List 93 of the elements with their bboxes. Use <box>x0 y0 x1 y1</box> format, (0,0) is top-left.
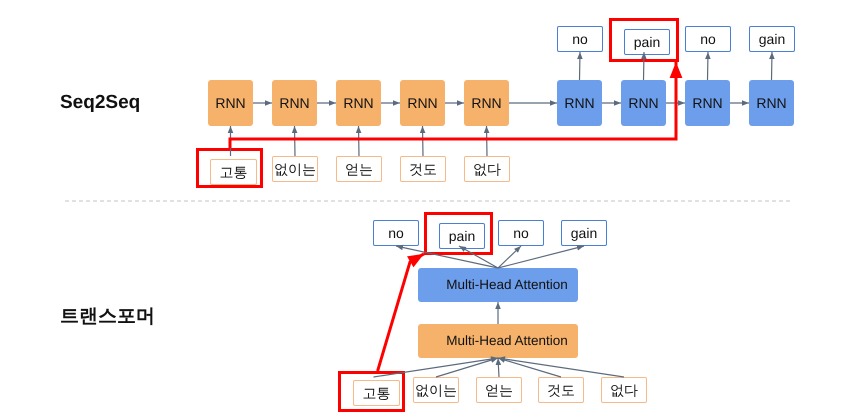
token-label: 얻는 <box>345 162 373 176</box>
highlight-arrow <box>228 62 682 148</box>
input-token-box <box>464 156 510 182</box>
highlight-frame <box>609 18 679 62</box>
token-label: 것도 <box>547 383 575 397</box>
arrow <box>253 100 272 106</box>
output-token-box <box>439 223 485 249</box>
token-label: pain <box>448 229 476 243</box>
arrow <box>484 126 490 156</box>
output-token-box <box>557 26 603 52</box>
token-label: 것도 <box>409 162 437 176</box>
encoder-rnn-box <box>208 80 253 126</box>
arrow <box>496 358 502 378</box>
input-token-box <box>413 377 459 403</box>
arrow <box>228 126 234 156</box>
token-label: no <box>513 226 529 240</box>
arrow <box>641 52 647 80</box>
token-label: 없이는 <box>274 162 316 176</box>
attention-label: Multi-Head Attention <box>446 334 568 348</box>
input-token-box <box>476 377 522 403</box>
rnn-label: RNN <box>215 96 246 110</box>
arrow <box>495 302 501 324</box>
output-token-box <box>749 26 795 52</box>
arrow <box>769 52 775 80</box>
token-label: gain <box>570 226 598 240</box>
token-label: 고통 <box>220 165 248 179</box>
encoder-rnn-box <box>400 80 445 126</box>
encoder-rnn-box <box>464 80 509 126</box>
rnn-label: RNN <box>279 96 310 110</box>
encoder-rnn-box <box>272 80 317 126</box>
arrow <box>292 126 298 156</box>
arrow <box>356 126 362 156</box>
token-label: 없이는 <box>415 383 457 397</box>
rnn-label: RNN <box>343 96 374 110</box>
input-token-box <box>210 159 257 185</box>
attention-label: Multi-Head Attention <box>446 278 568 292</box>
decoder-rnn-box <box>557 80 602 126</box>
rnn-label: RNN <box>628 96 659 110</box>
arrow <box>498 245 584 269</box>
encoder-rnn-box <box>336 80 381 126</box>
arrow <box>498 357 562 378</box>
arrow <box>381 100 400 106</box>
highlight-frame <box>424 212 493 255</box>
token-label: no <box>700 32 716 46</box>
output-token-box <box>624 29 670 55</box>
arrow <box>730 100 749 106</box>
arrow <box>666 100 685 106</box>
highlight-arrow <box>376 252 425 372</box>
input-token-box <box>272 156 318 182</box>
arrow <box>396 244 498 269</box>
token-label: no <box>388 226 404 240</box>
input-token-box <box>601 377 647 403</box>
section-heading: Seq2Seq <box>60 92 140 114</box>
arrow <box>436 357 498 378</box>
arrow <box>577 52 583 80</box>
rnn-label: RNN <box>471 96 502 110</box>
token-label: 고통 <box>362 386 390 400</box>
input-token-box <box>353 380 400 406</box>
rnn-label: RNN <box>564 96 595 110</box>
arrow <box>602 100 621 106</box>
token-label: no <box>572 32 588 46</box>
arrow <box>498 246 522 268</box>
input-token-box <box>336 156 382 182</box>
token-label: 얻는 <box>485 383 513 397</box>
input-token-box <box>538 377 584 403</box>
arrow <box>458 245 498 269</box>
arrow <box>420 126 426 156</box>
token-label: 없다 <box>473 162 501 176</box>
output-token-box <box>373 220 419 246</box>
arrow <box>705 52 711 80</box>
arrow <box>445 100 464 106</box>
decoder-rnn-box <box>621 80 666 126</box>
arrow <box>498 356 624 378</box>
input-token-box <box>400 156 446 182</box>
token-label: pain <box>634 35 660 49</box>
rnn-label: RNN <box>407 96 438 110</box>
rnn-label: RNN <box>756 96 787 110</box>
section-heading: 트랜스포머 <box>60 305 155 329</box>
token-label: gain <box>758 32 786 46</box>
output-token-box <box>685 26 731 52</box>
rnn-label: RNN <box>692 96 723 110</box>
highlight-frame <box>196 148 263 188</box>
decoder-rnn-box <box>685 80 730 126</box>
token-label: 없다 <box>610 383 638 397</box>
arrow <box>373 356 498 378</box>
output-token-box <box>561 220 607 246</box>
decoder-rnn-box <box>749 80 794 126</box>
highlight-frame <box>338 371 405 412</box>
arrow <box>509 100 557 106</box>
output-token-box <box>498 220 544 246</box>
attention-box <box>418 268 578 302</box>
attention-box <box>418 324 578 358</box>
arrow <box>317 100 336 106</box>
